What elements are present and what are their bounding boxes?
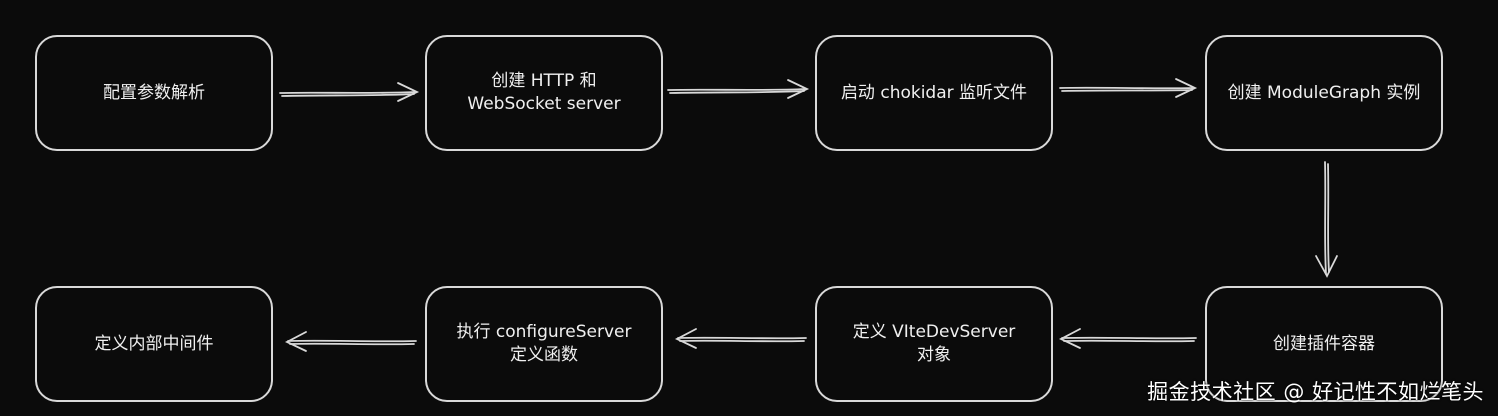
node-config-parse: 配置参数解析 bbox=[35, 35, 273, 151]
node-create-modulegraph: 创建 ModuleGraph 实例 bbox=[1205, 35, 1443, 151]
edge-n5-n6 bbox=[1058, 328, 1197, 349]
edge-n2-n3 bbox=[667, 79, 810, 99]
node-label: 定义 VIteDevServer 对象 bbox=[852, 322, 1016, 365]
node-create-http-websocket: 创建 HTTP 和 WebSocket server bbox=[425, 35, 663, 151]
watermark-text: 掘金技术社区 @ 好记性不如烂笔头 bbox=[1147, 380, 1484, 404]
edge-n7-n8 bbox=[284, 331, 417, 352]
node-run-configureserver: 执行 configureServer 定义函数 bbox=[425, 286, 663, 402]
node-define-middleware: 定义内部中间件 bbox=[35, 286, 273, 402]
edge-n3-n4 bbox=[1059, 78, 1198, 98]
node-label: 配置参数解析 bbox=[103, 82, 205, 103]
node-start-chokidar: 启动 chokidar 监听文件 bbox=[815, 35, 1053, 151]
node-label: 创建 HTTP 和 WebSocket server bbox=[467, 71, 621, 114]
node-label: 启动 chokidar 监听文件 bbox=[840, 82, 1028, 103]
node-label: 定义内部中间件 bbox=[94, 333, 214, 354]
node-define-vitedevserver: 定义 VIteDevServer 对象 bbox=[815, 286, 1053, 402]
node-label: 创建插件容器 bbox=[1273, 333, 1375, 354]
edge-n1-n2 bbox=[279, 82, 420, 102]
edge-n6-n7 bbox=[674, 328, 807, 349]
node-label: 创建 ModuleGraph 实例 bbox=[1227, 82, 1421, 103]
node-create-plugin-container: 创建插件容器 bbox=[1205, 286, 1443, 402]
node-label: 执行 configureServer 定义函数 bbox=[456, 322, 632, 365]
edge-n4-n5 bbox=[1315, 161, 1338, 278]
